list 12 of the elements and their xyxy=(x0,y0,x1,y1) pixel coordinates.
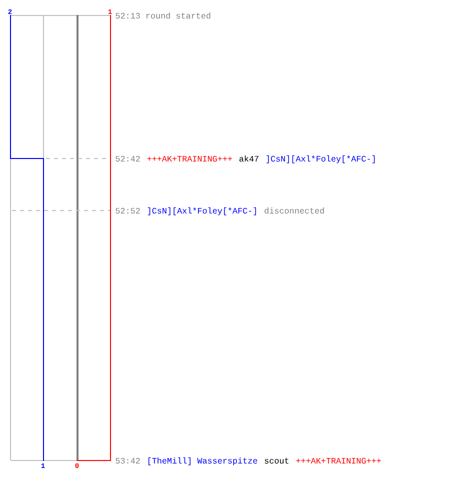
event-text: disconnected xyxy=(264,207,324,214)
timestamp: 52:42 xyxy=(116,156,140,162)
player-name: ]CsN][Axl*Foley[*AFC-] xyxy=(148,207,256,216)
timestamp: 52:52 xyxy=(116,208,140,214)
player-name: [TheMill] Wasserspitze xyxy=(148,457,258,466)
player-name: +++AK+TRAINING+++ xyxy=(147,156,232,162)
player-name: +++AK+TRAINING+++ xyxy=(296,458,381,464)
weapon-name: ak47 xyxy=(239,155,258,162)
player-name: ]CsN][Axl*Foley[*AFC-] xyxy=(266,155,375,164)
event-text: 52:13 round started xyxy=(116,12,210,19)
timestamp: 53:42 xyxy=(116,458,140,464)
weapon-name: scout xyxy=(264,458,288,464)
